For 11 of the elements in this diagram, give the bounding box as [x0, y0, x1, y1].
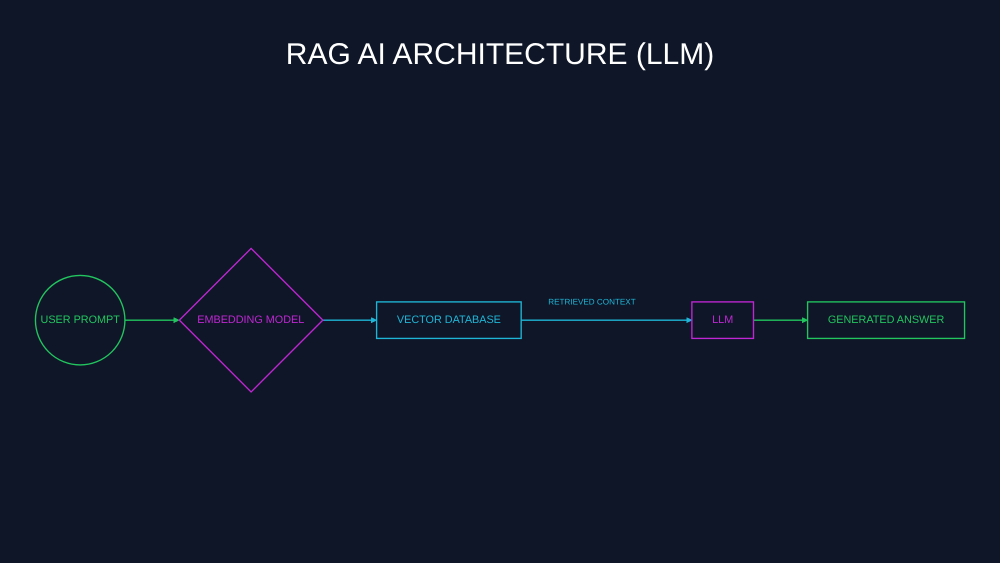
edge-label: RETRIEVED CONTEXT	[548, 296, 636, 308]
arrow	[754, 317, 808, 323]
node-box: LLM	[691, 301, 754, 339]
node-circle: USER PROMPT	[34, 274, 126, 366]
node-diamond: EMBEDDING MODEL	[178, 247, 324, 393]
arrow	[521, 317, 692, 323]
node-box: VECTOR DATABASE	[376, 301, 522, 339]
arrow	[322, 317, 377, 323]
node-box: GENERATED ANSWER	[806, 301, 966, 339]
arrow	[124, 317, 180, 323]
diagram-title: RAG AI ARCHITECTURE (LLM)	[284, 38, 716, 72]
